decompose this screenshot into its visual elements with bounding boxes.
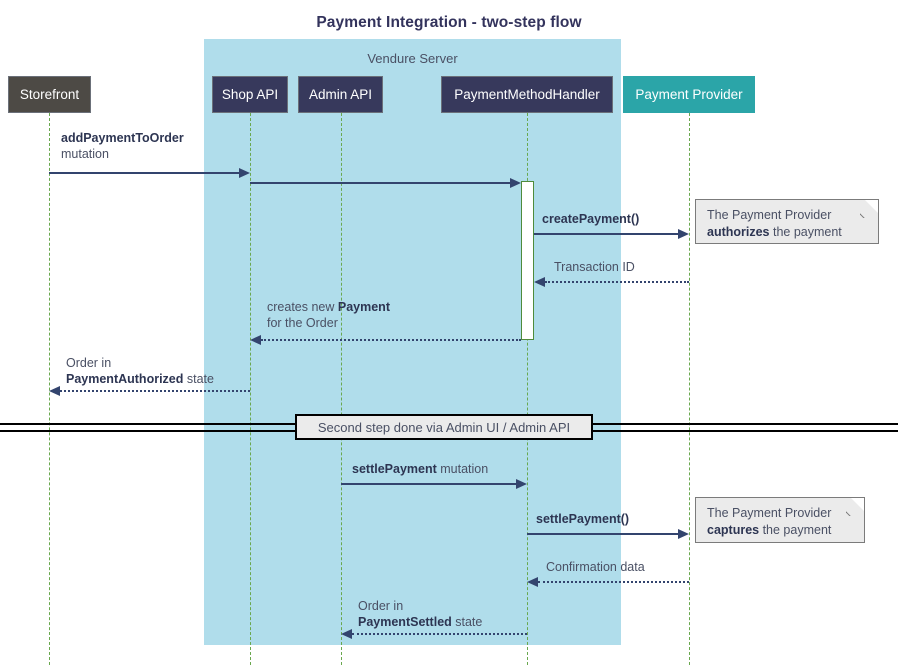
add-payment-to-order-name: addPaymentToOrder [61, 131, 184, 145]
note-fold-edge-icon-2 [846, 498, 864, 516]
confirmation-data-text: Confirmation data [546, 560, 645, 574]
message-arrow-settle-payment-mutation [341, 483, 516, 485]
note-authorizes-line1: The Payment Provider [707, 208, 832, 222]
message-label-creates-new-payment: creates new Payment for the Order [267, 299, 390, 331]
message-label-settle-payment-mutation: settlePayment mutation [352, 461, 488, 477]
message-arrowhead-order-payment-settled [341, 629, 352, 639]
message-arrow-shop-api-to-handler [250, 182, 510, 184]
lifeline-shop-api [250, 113, 251, 665]
message-arrow-order-payment-settled [352, 633, 527, 635]
participant-admin-api-label: Admin API [308, 87, 373, 102]
participant-admin-api[interactable]: Admin API [298, 76, 383, 113]
message-arrow-settle-payment-call [527, 533, 678, 535]
note-payment-provider-authorizes: The Payment Provider authorizes the paym… [695, 199, 879, 244]
note-authorizes-bold: authorizes [707, 225, 770, 239]
participant-storefront[interactable]: Storefront [8, 76, 91, 113]
order-payment-settled-line1: Order in [358, 599, 404, 613]
order-payment-settled-bold: PaymentSettled [358, 615, 452, 629]
message-arrowhead-shop-api-to-handler [510, 178, 521, 188]
settle-payment-call-bold: settlePayment() [536, 512, 630, 526]
message-arrowhead-settle-payment-call [678, 529, 689, 539]
lifeline-payment-provider [689, 113, 690, 665]
message-arrow-transaction-id [545, 281, 689, 283]
order-payment-authorized-suffix: state [183, 372, 214, 386]
note-payment-provider-captures: The Payment Provider captures the paymen… [695, 497, 865, 543]
message-arrow-order-payment-authorized [60, 390, 250, 392]
add-payment-to-order-sub: mutation [61, 147, 109, 161]
participant-payment-provider-label: Payment Provider [635, 87, 743, 102]
message-arrowhead-order-payment-authorized [49, 386, 60, 396]
participant-storefront-label: Storefront [19, 87, 80, 102]
message-label-order-payment-authorized: Order in PaymentAuthorized state [66, 355, 214, 387]
message-arrowhead-confirmation-data [527, 577, 538, 587]
participant-payment-method-handler-label: PaymentMethodHandler [454, 87, 600, 102]
group-box-vendure-server [204, 39, 621, 645]
settle-payment-mutation-bold: settlePayment [352, 462, 437, 476]
group-label-vendure-server: Vendure Server [367, 51, 458, 66]
message-arrowhead-creates-new-payment [250, 335, 261, 345]
message-label-settle-payment-call: settlePayment() [536, 511, 629, 527]
creates-new-payment-bold: Payment [337, 300, 390, 314]
transaction-id-text: Transaction ID [554, 260, 635, 274]
note-authorizes-suffix: the payment [769, 225, 842, 239]
message-arrowhead-add-payment-to-order [239, 168, 250, 178]
message-label-create-payment: createPayment() [542, 211, 639, 227]
message-label-confirmation-data: Confirmation data [546, 559, 645, 575]
activation-bar-payment-method-handler [521, 181, 534, 340]
message-arrowhead-transaction-id [534, 277, 545, 287]
create-payment-name: createPayment() [542, 212, 640, 226]
message-arrow-creates-new-payment [261, 339, 521, 341]
message-label-add-payment-to-order: addPaymentToOrder mutation [61, 130, 184, 162]
order-payment-settled-suffix: state [451, 615, 483, 629]
note-captures-bold: captures [707, 523, 760, 537]
divider-label-box: Second step done via Admin UI / Admin AP… [295, 414, 593, 440]
creates-new-payment-prefix: creates new [267, 300, 338, 314]
message-arrow-create-payment [534, 233, 678, 235]
participant-shop-api[interactable]: Shop API [212, 76, 288, 113]
lifeline-admin-api [341, 113, 342, 665]
participant-payment-method-handler[interactable]: PaymentMethodHandler [441, 76, 613, 113]
creates-new-payment-line2: for the Order [267, 316, 338, 330]
note-captures-line1: The Payment Provider [707, 506, 832, 520]
order-payment-authorized-bold: PaymentAuthorized [66, 372, 184, 386]
message-label-order-payment-settled: Order in PaymentSettled state [358, 598, 482, 630]
message-arrowhead-settle-payment-mutation [516, 479, 527, 489]
divider-label: Second step done via Admin UI / Admin AP… [317, 419, 571, 435]
message-arrow-add-payment-to-order [49, 172, 239, 174]
lifeline-payment-method-handler [527, 113, 528, 665]
message-arrow-confirmation-data [538, 581, 689, 583]
note-captures-suffix: the payment [759, 523, 832, 537]
settle-payment-mutation-suffix: mutation [436, 462, 489, 476]
page-title: Payment Integration - two-step flow [316, 14, 582, 31]
order-payment-authorized-line1: Order in [66, 356, 112, 370]
participant-shop-api-label: Shop API [221, 87, 279, 102]
message-label-transaction-id: Transaction ID [554, 259, 635, 275]
participant-payment-provider[interactable]: Payment Provider [623, 76, 755, 113]
note-fold-edge-icon [860, 200, 878, 218]
message-arrowhead-create-payment [678, 229, 689, 239]
